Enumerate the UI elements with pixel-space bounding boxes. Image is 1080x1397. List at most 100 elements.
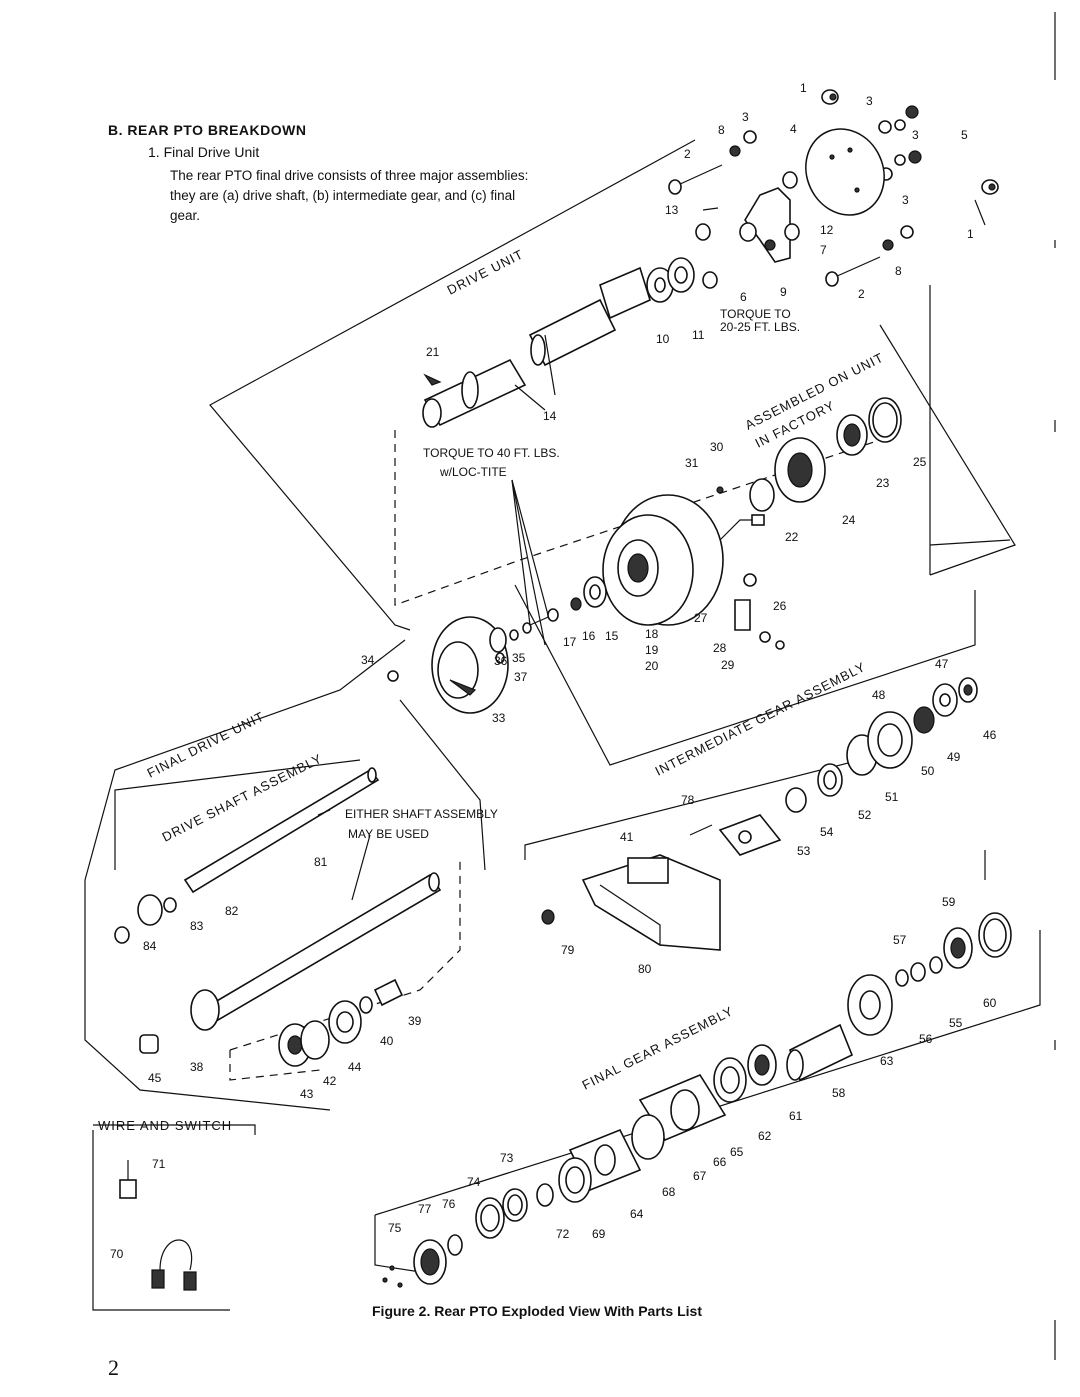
svg-text:83: 83 (190, 919, 204, 933)
intro-paragraph: The rear PTO final drive consists of thr… (170, 168, 529, 223)
svg-text:72: 72 (556, 1227, 570, 1241)
svg-text:3: 3 (912, 128, 919, 142)
svg-text:70: 70 (110, 1247, 124, 1261)
svg-text:62: 62 (758, 1129, 772, 1143)
svg-text:18: 18 (645, 627, 659, 641)
part-9-bracket (739, 171, 800, 263)
svg-text:63: 63 (880, 1054, 894, 1068)
svg-text:61: 61 (789, 1109, 803, 1123)
svg-text:68: 68 (662, 1185, 676, 1199)
svg-text:17: 17 (563, 635, 577, 649)
svg-text:81: 81 (314, 855, 328, 869)
svg-text:29: 29 (721, 658, 735, 672)
part-48-52-intermediate-gear (817, 677, 978, 797)
svg-text:15: 15 (605, 629, 619, 643)
section-heading: B. REAR PTO BREAKDOWN (108, 122, 307, 138)
part-81-38-drive-shafts (114, 767, 442, 1054)
part-10-11-washers (646, 257, 695, 303)
svg-text:21: 21 (426, 345, 440, 359)
svg-text:10: 10 (656, 332, 670, 346)
svg-text:50: 50 (921, 764, 935, 778)
svg-text:40: 40 (380, 1034, 394, 1048)
svg-text:8: 8 (718, 123, 725, 137)
leader-lines (317, 199, 986, 901)
svg-text:14: 14 (543, 409, 557, 423)
part-23-24-25 (749, 397, 902, 512)
svg-text:43: 43 (300, 1087, 314, 1101)
svg-text:73: 73 (500, 1151, 514, 1165)
svg-text:78: 78 (681, 793, 695, 807)
svg-text:1: 1 (967, 227, 974, 241)
torque-note-1b: 20-25 FT. LBS. (720, 320, 800, 334)
svg-text:45: 45 (148, 1071, 162, 1085)
torque-note-2b: w/LOC-TITE (439, 465, 507, 479)
svg-text:75: 75 (388, 1221, 402, 1235)
svg-text:33: 33 (492, 711, 506, 725)
svg-text:30: 30 (710, 440, 724, 454)
svg-text:1: 1 (800, 81, 807, 95)
svg-text:64: 64 (630, 1207, 644, 1221)
torque-note-1: TORQUE TO (720, 307, 791, 321)
svg-text:12: 12 (820, 223, 834, 237)
svg-text:5: 5 (961, 128, 968, 142)
svg-text:79: 79 (561, 943, 575, 957)
subsection-heading: 1. Final Drive Unit (148, 144, 260, 160)
part-4-plate (805, 128, 885, 216)
part-14-shaft (422, 266, 651, 428)
svg-text:25: 25 (913, 455, 927, 469)
svg-text:55: 55 (949, 1016, 963, 1030)
svg-text:26: 26 (773, 599, 787, 613)
either-shaft-note: EITHER SHAFT ASSEMBLY (345, 807, 498, 821)
part-26-29 (716, 486, 785, 650)
svg-text:2: 2 (858, 287, 865, 301)
svg-text:76: 76 (442, 1197, 456, 1211)
svg-text:58: 58 (832, 1086, 846, 1100)
svg-text:3: 3 (902, 193, 909, 207)
part-2-bolts (668, 164, 881, 287)
part-55-63-final-gear (713, 912, 1012, 1103)
svg-text:84: 84 (143, 939, 157, 953)
part-number-labels: 1 1 2 2 3 3 3 3 4 5 6 7 8 8 9 10 11 12 1… (110, 81, 997, 1261)
svg-text:34: 34 (361, 653, 375, 667)
svg-text:80: 80 (638, 962, 652, 976)
svg-text:54: 54 (820, 825, 834, 839)
svg-text:71: 71 (152, 1157, 166, 1171)
svg-text:7: 7 (820, 243, 827, 257)
page-number: 2 (108, 1355, 119, 1380)
torque-note-2: TORQUE TO 40 FT. LBS. (423, 446, 560, 460)
svg-text:57: 57 (893, 933, 907, 947)
part-18-clutch (602, 494, 765, 626)
drive-unit-title: DRIVE UNIT (445, 246, 526, 297)
svg-text:23: 23 (876, 476, 890, 490)
svg-text:31: 31 (685, 456, 699, 470)
part-70-71-wire-switch (119, 1160, 197, 1291)
svg-text:67: 67 (693, 1169, 707, 1183)
svg-text:66: 66 (713, 1155, 727, 1169)
svg-text:47: 47 (935, 657, 949, 671)
part-39-44 (278, 978, 404, 1067)
svg-text:27: 27 (694, 611, 708, 625)
drive-shaft-assembly-title: DRIVE SHAFT ASSEMBLY (160, 751, 325, 845)
svg-text:38: 38 (190, 1060, 204, 1074)
part-6-bolts (695, 207, 719, 289)
part-15-17 (529, 576, 607, 626)
svg-text:77: 77 (418, 1202, 432, 1216)
svg-text:3: 3 (742, 110, 749, 124)
part-33-flange (387, 616, 532, 714)
svg-text:49: 49 (947, 750, 961, 764)
part-1-nut (821, 89, 999, 195)
figure-caption: Figure 2. Rear PTO Exploded View With Pa… (372, 1303, 702, 1319)
svg-text:20: 20 (645, 659, 659, 673)
part-64-69 (382, 1074, 727, 1288)
svg-text:41: 41 (620, 830, 634, 844)
svg-text:36: 36 (494, 654, 508, 668)
svg-text:3: 3 (866, 94, 873, 108)
either-shaft-note-b: MAY BE USED (348, 827, 429, 841)
final-drive-unit-title: FINAL DRIVE UNIT (145, 708, 267, 780)
svg-text:8: 8 (895, 264, 902, 278)
svg-text:11: 11 (692, 328, 705, 342)
svg-text:2: 2 (684, 147, 691, 161)
svg-text:74: 74 (467, 1175, 481, 1189)
intermediate-gear-assembly-title: INTERMEDIATE GEAR ASSEMBLY (653, 659, 869, 779)
